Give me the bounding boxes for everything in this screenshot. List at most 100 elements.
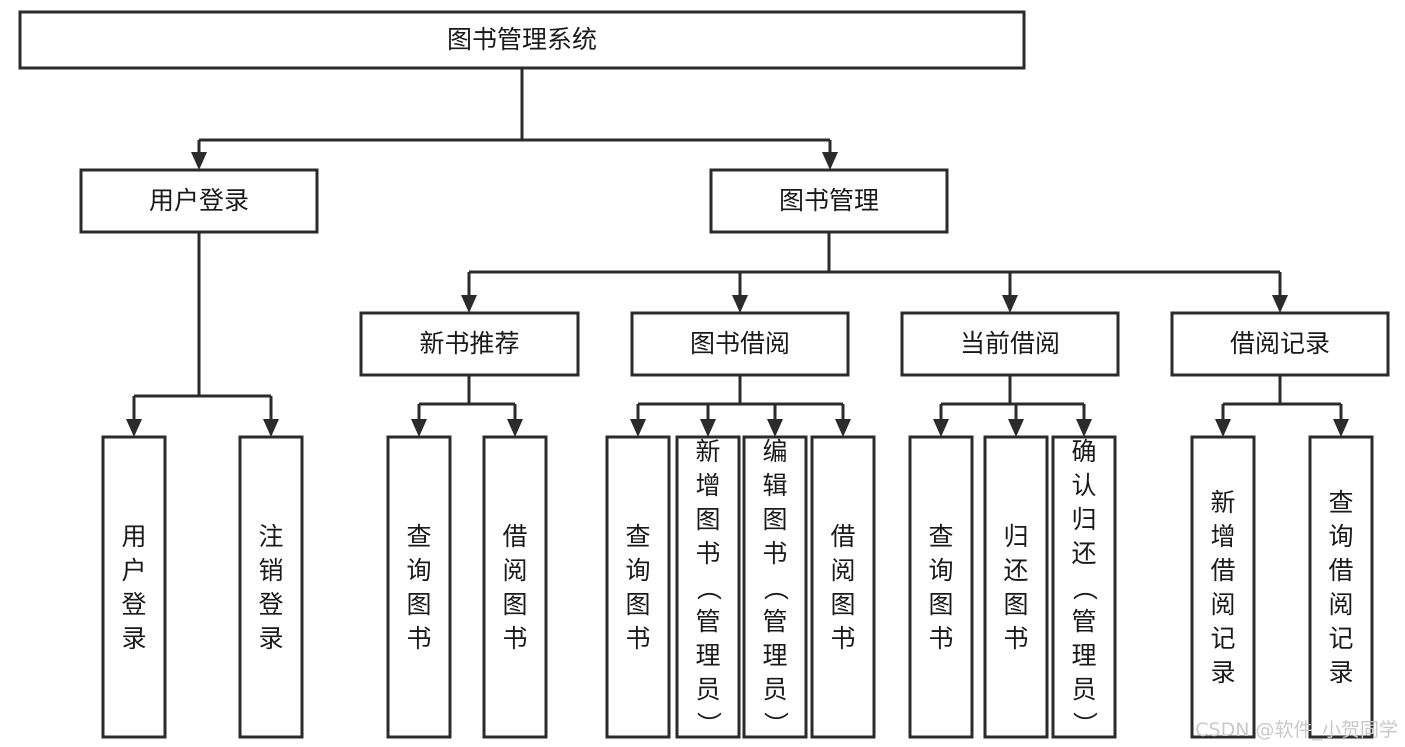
- node-rect-leaf-add-borrow-record[interactable]: [1190, 435, 1256, 739]
- node-label-char-leaf-user-logout-2: 登: [258, 590, 283, 619]
- node-label-char-leaf-return-book-0: 归: [1003, 522, 1028, 551]
- node-label-char-leaf-borrow-book-3: 书: [830, 624, 855, 653]
- node-label-char-leaf-query-book-rec-3: 书: [406, 624, 431, 653]
- level3-node-borrow-record[interactable]: 借阅记录: [1170, 311, 1390, 377]
- node-label-char-leaf-confirm-return-admin-0: 确: [1071, 437, 1096, 466]
- node-rect-leaf-query-borrow-record[interactable]: [1308, 435, 1374, 739]
- level2-node-book-manage[interactable]: 图书管理: [709, 168, 949, 234]
- node-label-char-leaf-add-borrow-record-2: 借: [1210, 556, 1235, 585]
- node-label-char-leaf-user-logout-1: 销: [258, 556, 283, 585]
- level3-node-current-borrow[interactable]: 当前借阅: [900, 311, 1120, 377]
- node-label-char-leaf-add-borrow-record-4: 记: [1210, 624, 1235, 653]
- node-label-char-leaf-confirm-return-admin-3: 还: [1071, 539, 1096, 568]
- node-rect-book-borrow[interactable]: [630, 311, 850, 377]
- node-label-char-leaf-borrow-book-rec-3: 书: [502, 624, 527, 653]
- node-label-char-leaf-add-book-admin-0: 新: [695, 437, 720, 466]
- csdn-watermark: CSDN @软件_小贺同学: [1195, 719, 1398, 741]
- node-label-char-leaf-return-book-3: 书: [1003, 624, 1028, 653]
- node-label-char-leaf-borrow-book-rec-1: 阅: [502, 556, 527, 585]
- node-rect-leaf-borrow-book[interactable]: [810, 435, 876, 739]
- node-label-char-leaf-query-book-cur-3: 书: [928, 624, 953, 653]
- node-label-char-leaf-edit-book-admin-1: 辑: [762, 471, 787, 500]
- level3-node-new-book-rec[interactable]: 新书推荐: [359, 311, 580, 377]
- node-label-borrow-record: 借阅记录: [1230, 329, 1330, 358]
- node-label-char-leaf-edit-book-admin-0: 编: [762, 437, 787, 466]
- node-label-char-leaf-return-book-2: 图: [1003, 590, 1028, 619]
- node-label-book-borrow: 图书借阅: [690, 329, 790, 358]
- level2-node-user-login[interactable]: 用户登录: [79, 168, 319, 234]
- node-label-char-leaf-add-borrow-record-1: 增: [1210, 522, 1235, 551]
- node-rect-root[interactable]: [18, 10, 1026, 70]
- node-label-char-leaf-add-book-admin-8: ）: [694, 711, 723, 736]
- node-rect-leaf-confirm-return-admin[interactable]: [1051, 435, 1117, 739]
- connector-borrowrecord-to-leaves: [1215, 375, 1349, 437]
- node-rect-leaf-user-logout[interactable]: [238, 435, 304, 739]
- node-label-char-leaf-query-book-rec-0: 查: [406, 522, 431, 551]
- node-label-char-leaf-query-book-cur-2: 图: [928, 590, 953, 619]
- node-rect-leaf-add-book-admin[interactable]: [675, 435, 741, 739]
- node-label-char-leaf-query-borrow-record-5: 录: [1328, 658, 1353, 687]
- node-rect-book-manage[interactable]: [709, 168, 949, 234]
- connector-bookborrow-to-leaves: [630, 375, 851, 437]
- node-label-char-leaf-add-book-admin-7: 员: [695, 675, 720, 704]
- node-label-char-leaf-add-book-admin-1: 增: [695, 471, 720, 500]
- node-rect-leaf-query-book-rec[interactable]: [386, 435, 452, 739]
- connector-currentborrow-to-leaves: [933, 375, 1092, 437]
- node-label-char-leaf-add-borrow-record-0: 新: [1210, 488, 1235, 517]
- node-label-char-leaf-add-borrow-record-3: 阅: [1210, 590, 1235, 619]
- node-label-char-leaf-query-borrow-record-3: 阅: [1328, 590, 1353, 619]
- node-label-char-leaf-edit-book-admin-7: 员: [762, 675, 787, 704]
- node-rect-leaf-return-book[interactable]: [983, 435, 1049, 739]
- node-label-char-leaf-query-book-borrow-2: 图: [625, 590, 650, 619]
- node-label-char-leaf-confirm-return-admin-6: 理: [1071, 641, 1096, 670]
- node-label-char-leaf-edit-book-admin-8: ）: [761, 711, 790, 736]
- node-label-char-leaf-query-borrow-record-2: 借: [1328, 556, 1353, 585]
- connector-userlogin-to-leaves: [126, 232, 279, 437]
- node-label-char-leaf-add-borrow-record-5: 录: [1210, 658, 1235, 687]
- node-label-char-leaf-confirm-return-admin-8: ）: [1070, 711, 1099, 736]
- node-label-char-leaf-confirm-return-admin-4: （: [1070, 575, 1099, 600]
- connector-bookmanage-to-level3: [461, 232, 1288, 313]
- node-label-char-leaf-edit-book-admin-5: 管: [762, 607, 787, 636]
- node-rect-borrow-record[interactable]: [1170, 311, 1390, 377]
- node-label-char-leaf-add-book-admin-6: 理: [695, 641, 720, 670]
- node-rect-leaf-borrow-book-rec[interactable]: [482, 435, 548, 739]
- node-rect-user-login[interactable]: [79, 168, 319, 234]
- leaf-node-leaf-user-login[interactable]: 用户登录: [101, 435, 167, 739]
- node-rect-leaf-user-login[interactable]: [101, 435, 167, 739]
- node-label-char-leaf-confirm-return-admin-1: 认: [1071, 471, 1096, 500]
- connector-root-to-level2: [191, 68, 838, 170]
- node-label-char-leaf-query-borrow-record-0: 查: [1328, 488, 1353, 517]
- node-label-char-leaf-confirm-return-admin-7: 员: [1071, 675, 1096, 704]
- node-rect-leaf-query-book-cur[interactable]: [908, 435, 974, 739]
- node-rect-new-book-rec[interactable]: [359, 311, 580, 377]
- node-label-current-borrow: 当前借阅: [960, 329, 1060, 358]
- node-label-char-leaf-query-book-borrow-0: 查: [625, 522, 650, 551]
- node-label-char-leaf-query-borrow-record-1: 询: [1328, 522, 1353, 551]
- node-label-char-leaf-user-logout-3: 录: [258, 624, 283, 653]
- node-rect-leaf-edit-book-admin[interactable]: [742, 435, 808, 739]
- root-node-root[interactable]: 图书管理系统: [18, 10, 1026, 70]
- node-label-char-leaf-return-book-1: 还: [1003, 556, 1028, 585]
- level3-node-book-borrow[interactable]: 图书借阅: [630, 311, 850, 377]
- node-rect-current-borrow[interactable]: [900, 311, 1120, 377]
- node-label-char-leaf-user-login-0: 用: [121, 522, 146, 551]
- node-label-char-leaf-add-book-admin-5: 管: [695, 607, 720, 636]
- node-rect-leaf-query-book-borrow[interactable]: [605, 435, 671, 739]
- node-label-char-leaf-user-logout-0: 注: [258, 522, 283, 551]
- node-label-char-leaf-confirm-return-admin-2: 归: [1071, 505, 1096, 534]
- node-label-char-leaf-query-book-borrow-1: 询: [625, 556, 650, 585]
